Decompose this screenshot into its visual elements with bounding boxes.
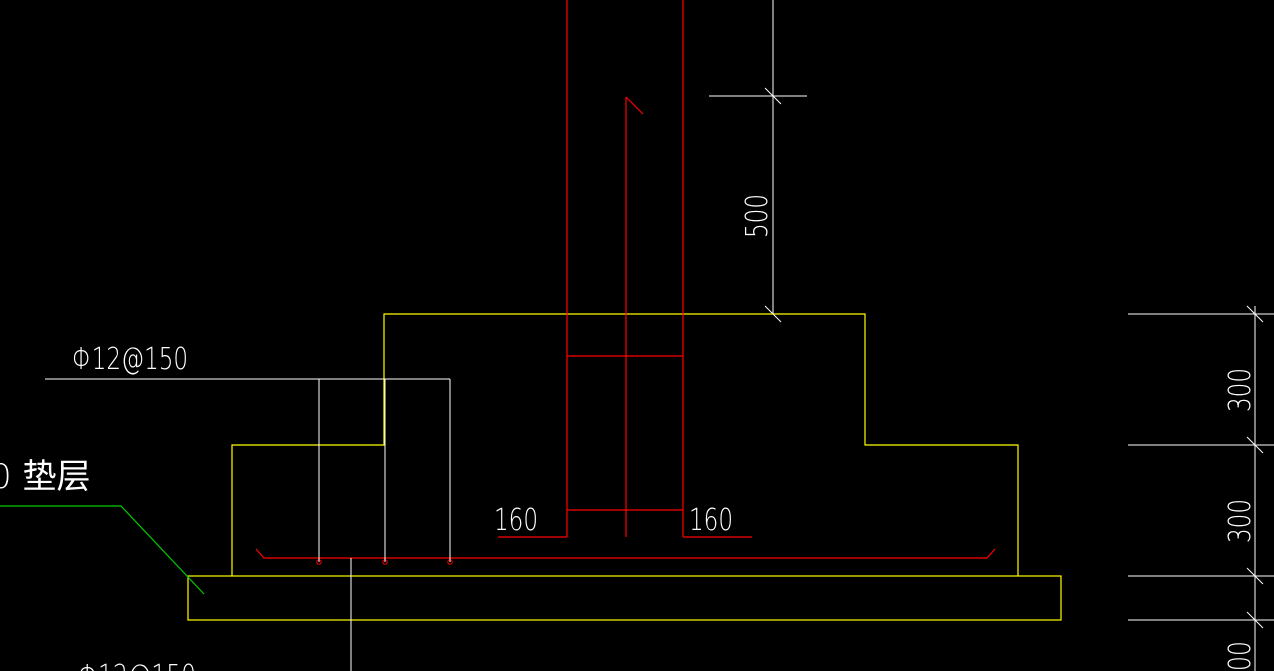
rebar-label-bottom: Φ12@150: [78, 659, 196, 671]
dim-tick-bottom: [764, 305, 782, 323]
cushion-label: 0 垫层: [0, 457, 90, 497]
dim-right-tick-3: [1246, 567, 1264, 585]
leader-lines: [45, 378, 451, 671]
dim-right-tick-1: [1246, 305, 1264, 323]
footing-step-outline: [231, 313, 1019, 576]
dim-right-tick-4: [1246, 611, 1264, 629]
cushion-layer: [187, 575, 1062, 621]
column-rebar: [255, 0, 996, 559]
dim-label-bottom-partial: 00: [1223, 641, 1258, 671]
dim-label-300-upper: 300: [1223, 368, 1258, 412]
dimension-right: [1128, 305, 1274, 671]
foundation-outline: [187, 313, 1062, 621]
dim-label-500: 500: [740, 194, 775, 238]
bottom-mesh-bar: [255, 548, 996, 559]
rebar-label-top: Φ12@150: [72, 342, 188, 377]
dim-label-300-lower: 300: [1223, 499, 1258, 543]
ground-line: [0, 505, 205, 595]
dimension-500: [709, 0, 807, 323]
dim-label-left-160: 160: [494, 503, 538, 538]
dim-right-tick-2: [1246, 436, 1264, 454]
anchor-bar-hook: [625, 96, 644, 115]
dim-label-right-160: 160: [689, 503, 733, 538]
